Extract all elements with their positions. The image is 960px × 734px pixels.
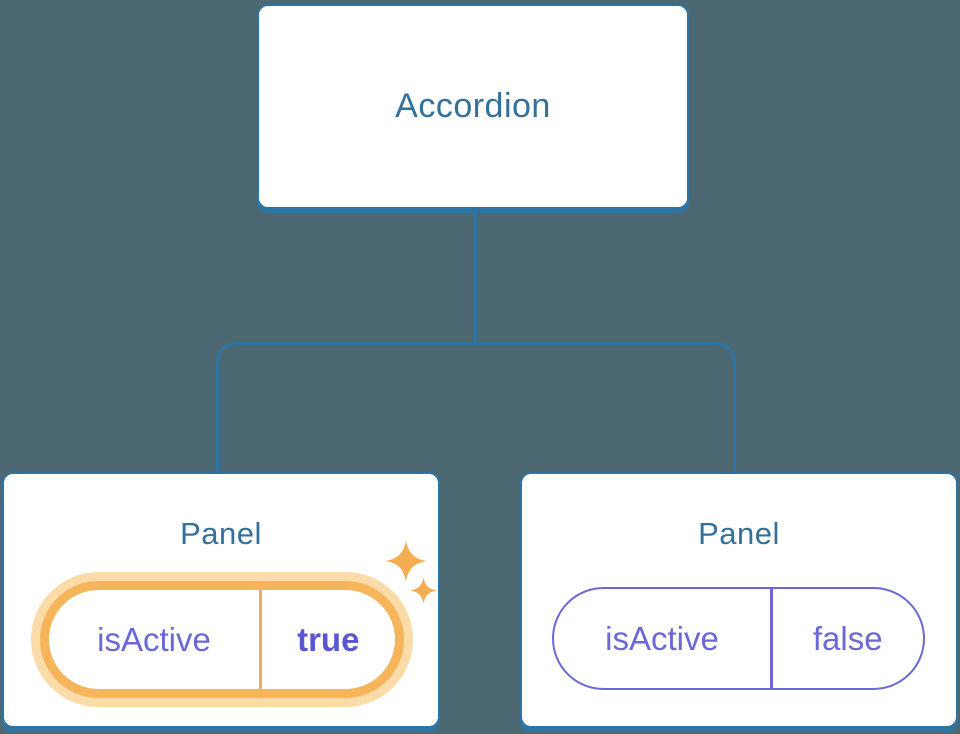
sparkle-icon (410, 577, 437, 604)
pill-divider (259, 590, 262, 689)
sparkle-icon (385, 540, 427, 582)
prop-name-label: isActive (97, 620, 211, 658)
prop-name-label: isActive (605, 619, 719, 657)
prop-pill-active: isActive true (40, 581, 404, 698)
prop-pill-inactive: isActive false (552, 587, 925, 690)
accordion-label: Accordion (395, 87, 551, 125)
panel-node-active: Panel isActive true (2, 472, 440, 728)
pill-divider (770, 589, 773, 688)
panel-node-inactive: Panel isActive false (520, 472, 958, 728)
panel-title: Panel (698, 516, 780, 551)
panel-title: Panel (180, 516, 262, 551)
prop-value-label: true (297, 620, 360, 658)
prop-value-label: false (812, 619, 883, 657)
tree-connector-trunk (473, 210, 477, 344)
tree-connector-branches (215, 342, 736, 472)
accordion-node: Accordion (257, 4, 689, 209)
